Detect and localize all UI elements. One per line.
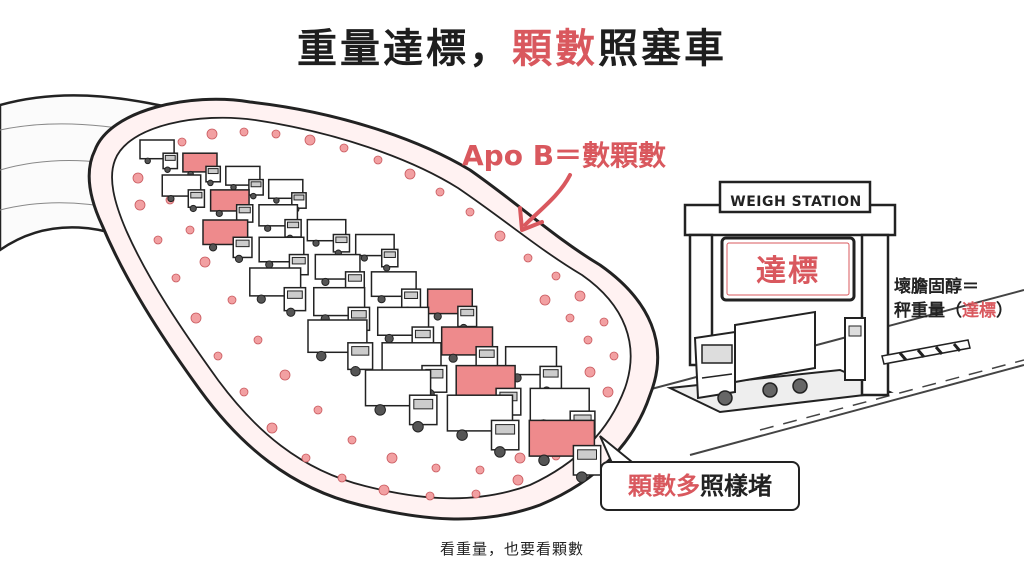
blood-particle <box>339 143 349 153</box>
blood-particle <box>132 172 144 184</box>
blood-particle <box>266 422 278 434</box>
blood-particle <box>190 312 202 324</box>
blood-vessel-illustration <box>0 94 660 521</box>
truck-icon <box>314 253 366 298</box>
blood-particle <box>602 386 614 398</box>
side-note-line-2: 秤重量（達標） <box>894 299 1020 323</box>
blood-particle <box>177 137 187 147</box>
blood-particle <box>199 256 211 268</box>
callout-pointer <box>599 435 633 464</box>
blood-particle <box>337 473 347 483</box>
blood-particle <box>213 351 223 361</box>
callout-part-1: 顆數多 <box>628 472 700 500</box>
truck-icon <box>139 139 179 173</box>
blood-particle <box>475 465 485 475</box>
blood-particle <box>313 405 323 415</box>
truck-icon <box>306 218 351 257</box>
blood-particle <box>539 294 551 306</box>
truck-icon <box>225 165 264 200</box>
blood-particle <box>609 351 619 361</box>
truck-group <box>139 139 602 483</box>
blood-particle <box>494 230 506 242</box>
weigh-station-label: WEIGH STATION <box>730 194 862 210</box>
blood-particle <box>584 366 596 378</box>
apob-annotation: Apo B＝數顆數 <box>462 139 667 172</box>
title-part-1: 重量達標， <box>297 26 512 72</box>
truck-icon <box>161 174 206 213</box>
blood-particle <box>301 453 311 463</box>
truck-icon <box>446 394 520 458</box>
blood-particle <box>599 317 609 327</box>
blood-particle <box>304 134 316 146</box>
truck-icon <box>267 178 307 213</box>
blood-particle <box>171 273 181 283</box>
title-part-2-highlight: 顆數 <box>512 26 598 72</box>
blood-particle <box>512 474 524 486</box>
callout-part-2: 照樣堵 <box>700 472 772 500</box>
blood-particle <box>347 435 357 445</box>
truck-icon <box>426 288 478 333</box>
truck-icon <box>364 369 438 433</box>
caption: 看重量，也要看顆數 <box>439 540 584 558</box>
blood-particle <box>404 168 416 180</box>
truck-icon <box>528 419 602 483</box>
callout-box: 顆數多照樣堵 <box>600 461 800 511</box>
blood-particle <box>431 463 441 473</box>
side-note: 壞膽固醇＝ 秤重量（達標） <box>894 275 1020 323</box>
blood-particle <box>239 127 249 137</box>
blood-particle <box>465 207 475 217</box>
arrow-icon <box>523 173 572 227</box>
blood-particle <box>271 129 281 139</box>
blood-particle <box>227 295 237 305</box>
blood-particle <box>523 253 533 263</box>
side-note-line-2-b: 達標 <box>962 301 996 321</box>
barrier-gate-icon <box>881 339 971 365</box>
blood-particle <box>239 387 249 397</box>
page-title: 重量達標，顆數照塞車 <box>0 16 1024 74</box>
weigh-station-sign-text: 達標 <box>756 254 820 289</box>
blood-particle <box>378 484 390 496</box>
blood-particle <box>206 128 218 140</box>
blood-particle <box>565 313 575 323</box>
blood-particle <box>551 271 561 281</box>
arrow-head <box>518 206 544 232</box>
blood-particle <box>253 335 263 345</box>
truck-icon <box>249 267 307 317</box>
blood-particle <box>435 187 445 197</box>
blood-particle <box>373 155 383 165</box>
truck-icon <box>202 219 253 263</box>
truck-icon <box>307 319 374 377</box>
blood-particle <box>386 452 398 464</box>
station-truck <box>693 310 816 406</box>
blood-particle <box>514 452 526 464</box>
blood-particle <box>583 335 593 345</box>
blood-particle <box>425 491 435 501</box>
side-note-line-2-a: 秤重量（ <box>894 301 962 321</box>
blood-particle <box>134 199 146 211</box>
truck-icon <box>354 233 399 272</box>
blood-particle <box>471 489 481 499</box>
side-note-line-1: 壞膽固醇＝ <box>894 277 979 297</box>
blood-particle <box>279 369 291 381</box>
blood-particle <box>153 235 163 245</box>
blood-particle <box>185 225 195 235</box>
title-part-3: 照塞車 <box>598 26 727 72</box>
blood-particle <box>574 290 586 302</box>
side-note-line-2-c: ） <box>996 301 1013 321</box>
